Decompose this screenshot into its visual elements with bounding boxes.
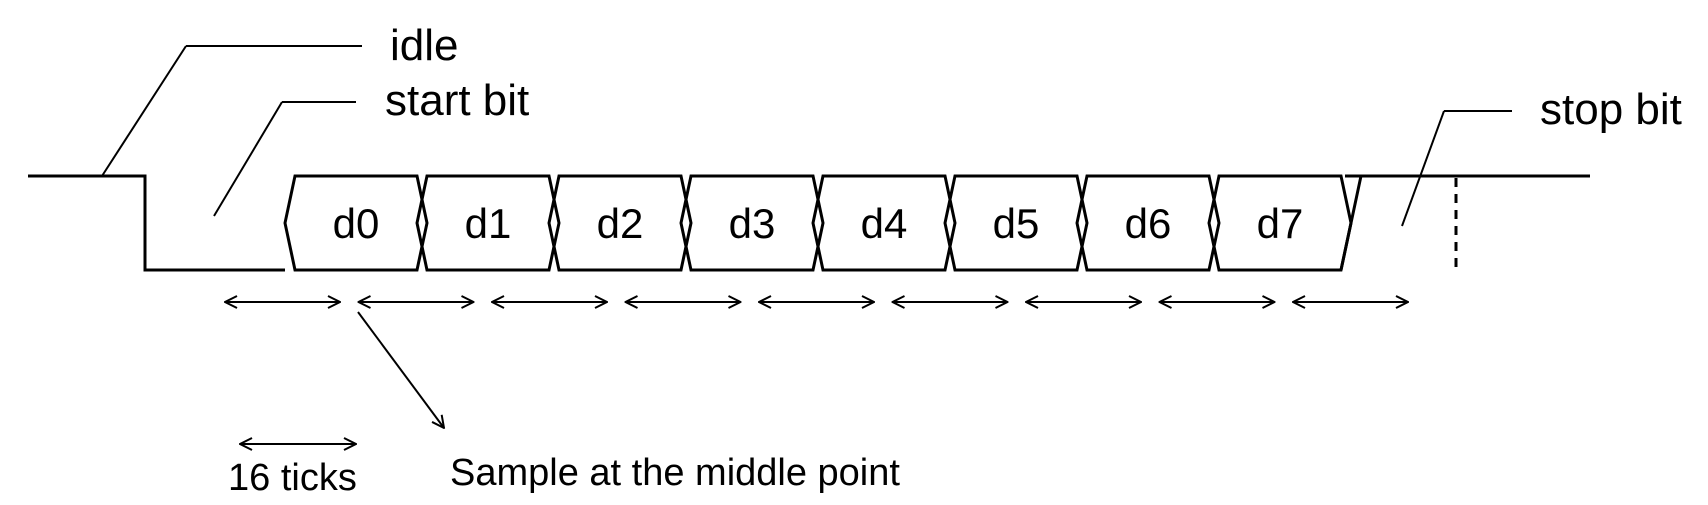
start-bit-leader: [213, 101, 283, 217]
stop-bit-transition: [1339, 174, 1363, 271]
data-bit-cell: [811, 174, 957, 272]
data-bits: d0 d1 d2 d3 d4 d5 d6 d7: [283, 174, 1363, 272]
stop-bit-leader: [1401, 110, 1445, 227]
data-bit-cell: [1075, 174, 1221, 272]
sample-note: Sample at the middle point: [450, 452, 900, 494]
data-bit-label: d5: [993, 200, 1040, 247]
data-bit-label: d3: [729, 200, 776, 247]
data-bit-cell: [415, 174, 561, 272]
data-bit-cell: [547, 174, 693, 272]
sample-pointer-arrow: [357, 311, 444, 428]
data-bit-label: d7: [1257, 200, 1304, 247]
data-bit-label: d2: [597, 200, 644, 247]
idle-leader: [101, 45, 187, 177]
start-bit-label: start bit: [385, 76, 529, 125]
data-bit-label: d4: [861, 200, 908, 247]
idle-line: [28, 174, 285, 272]
ticks-label: 16 ticks: [228, 457, 357, 499]
data-bit-cell: [943, 174, 1089, 272]
data-bit-label: d0: [333, 200, 380, 247]
data-bit-cell: [283, 174, 429, 272]
data-bit-label: d1: [465, 200, 512, 247]
idle-label: idle: [390, 21, 459, 70]
data-bit-label: d6: [1125, 200, 1172, 247]
data-bit-cell: [679, 174, 825, 272]
stop-bit-label: stop bit: [1540, 85, 1682, 134]
